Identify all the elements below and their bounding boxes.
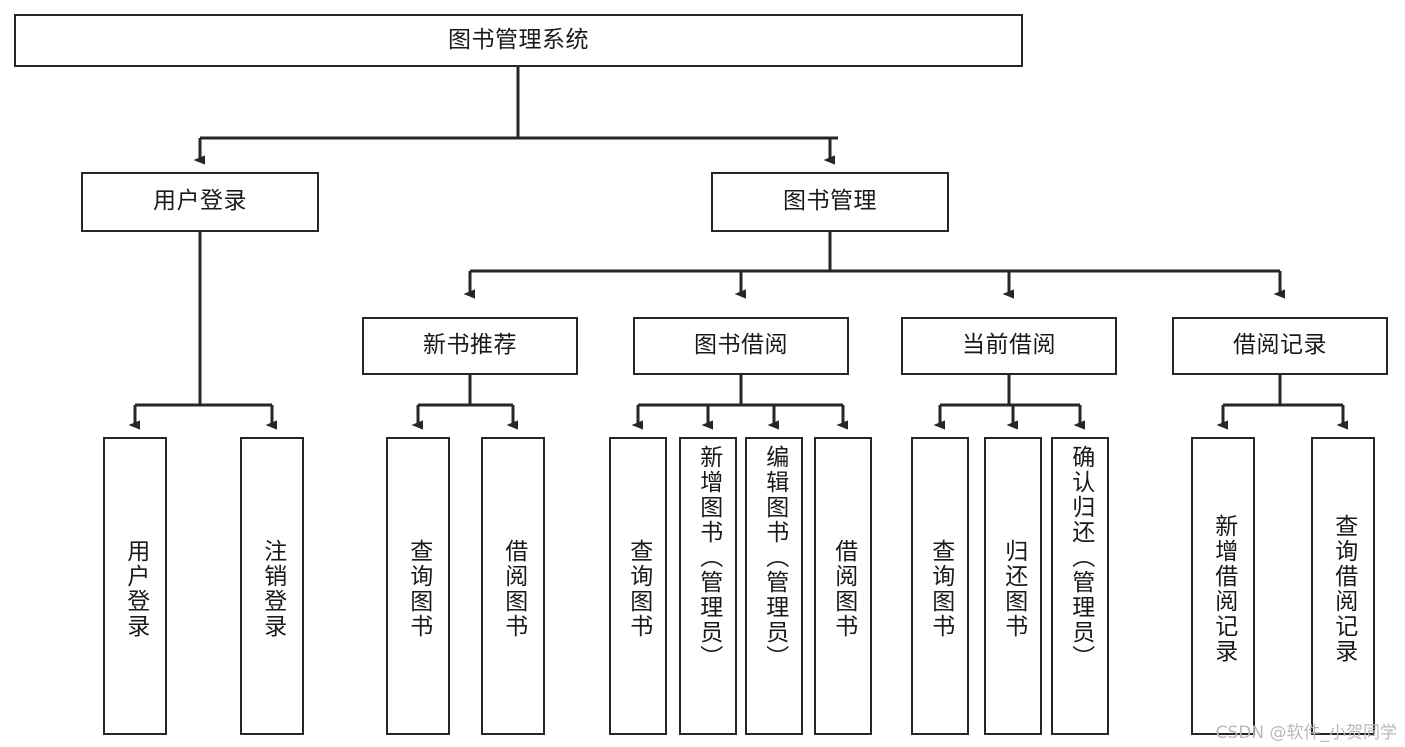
node-leaf-edit-book-admin[interactable]: 编辑图书（管理员） — [745, 437, 803, 735]
node-leaf-add-borrow-record-label: 新增借阅记录 — [1210, 514, 1237, 664]
node-borrow-record[interactable]: 借阅记录 — [1172, 317, 1388, 375]
node-current-borrow-label: 当前借阅 — [962, 332, 1056, 359]
node-book-borrow-label: 图书借阅 — [694, 332, 788, 359]
node-leaf-user-logout-label: 注销登录 — [259, 539, 286, 639]
node-leaf-query-book-3-label: 查询图书 — [927, 539, 954, 639]
node-new-book-recommend[interactable]: 新书推荐 — [362, 317, 578, 375]
node-leaf-query-book-2[interactable]: 查询图书 — [609, 437, 667, 735]
node-leaf-user-login-label: 用户登录 — [122, 539, 149, 639]
node-borrow-record-label: 借阅记录 — [1233, 332, 1327, 359]
node-leaf-query-book-1[interactable]: 查询图书 — [386, 437, 450, 735]
node-root-label: 图书管理系统 — [448, 26, 589, 53]
node-leaf-user-logout[interactable]: 注销登录 — [240, 437, 304, 735]
node-leaf-borrow-book-2-label: 借阅图书 — [830, 539, 857, 639]
node-current-borrow[interactable]: 当前借阅 — [901, 317, 1117, 375]
node-user-login-label: 用户登录 — [153, 188, 247, 215]
node-leaf-query-book-3[interactable]: 查询图书 — [911, 437, 969, 735]
node-leaf-query-borrow-record[interactable]: 查询借阅记录 — [1311, 437, 1375, 735]
node-book-manage-label: 图书管理 — [783, 188, 877, 215]
node-leaf-borrow-book-1-label: 借阅图书 — [500, 539, 527, 639]
node-book-manage[interactable]: 图书管理 — [711, 172, 949, 232]
node-leaf-return-book-label: 归还图书 — [1000, 539, 1027, 639]
node-leaf-borrow-book-1[interactable]: 借阅图书 — [481, 437, 545, 735]
node-new-book-recommend-label: 新书推荐 — [423, 332, 517, 359]
node-leaf-add-book-admin[interactable]: 新增图书（管理员） — [679, 437, 737, 735]
node-leaf-return-book[interactable]: 归还图书 — [984, 437, 1042, 735]
node-leaf-query-book-1-label: 查询图书 — [405, 539, 432, 639]
node-leaf-confirm-return-admin-label: 确认归还（管理员） — [1067, 445, 1094, 670]
node-root[interactable]: 图书管理系统 — [14, 14, 1023, 67]
node-leaf-edit-book-admin-label: 编辑图书（管理员） — [761, 445, 788, 670]
node-leaf-query-borrow-record-label: 查询借阅记录 — [1330, 514, 1357, 664]
node-leaf-add-borrow-record[interactable]: 新增借阅记录 — [1191, 437, 1255, 735]
node-leaf-confirm-return-admin[interactable]: 确认归还（管理员） — [1051, 437, 1109, 735]
node-leaf-add-book-admin-label: 新增图书（管理员） — [695, 445, 722, 670]
node-leaf-user-login[interactable]: 用户登录 — [103, 437, 167, 735]
node-leaf-query-book-2-label: 查询图书 — [625, 539, 652, 639]
node-leaf-borrow-book-2[interactable]: 借阅图书 — [814, 437, 872, 735]
node-book-borrow[interactable]: 图书借阅 — [633, 317, 849, 375]
node-user-login[interactable]: 用户登录 — [81, 172, 319, 232]
